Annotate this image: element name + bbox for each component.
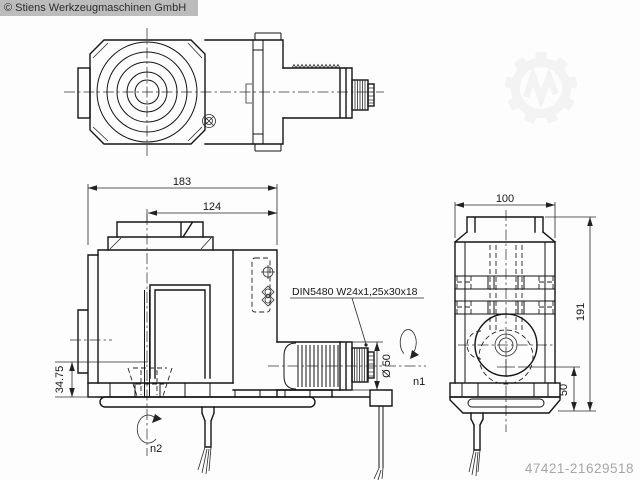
copyright-text: © Stiens Werkzeugmaschinen GmbH <box>4 2 187 14</box>
side-view: 100 191 50 <box>449 193 596 477</box>
side-output-tool-tip <box>468 412 484 477</box>
dim-label-191: 191 <box>575 303 587 321</box>
front-view: 183 124 <box>54 176 426 480</box>
dimension-width-to-axis: 124 <box>146 201 277 221</box>
dim-label-124: 124 <box>203 201 221 213</box>
dimension-shank-diameter: Ø 50 <box>344 341 393 391</box>
n1-label: n1 <box>413 376 425 388</box>
top-view <box>64 28 384 158</box>
output-spindle-shaft <box>144 290 150 397</box>
screw-position-icon <box>261 265 275 307</box>
rotation-arrow-n1-icon: n1 <box>399 329 425 388</box>
dim-label-183: 183 <box>173 176 191 188</box>
dimension-side-width: 100 <box>454 193 556 238</box>
gear-watermark-icon <box>504 52 578 124</box>
rotation-arrow-n2-icon: n2 <box>136 414 162 455</box>
dimension-axis-to-base: 50 <box>518 366 580 411</box>
set-screw-icon <box>202 114 216 128</box>
vdi-shank <box>276 341 375 391</box>
dim-label-100: 100 <box>496 193 514 205</box>
n2-label: n2 <box>150 443 162 455</box>
dim-label-34-75: 34.75 <box>54 366 66 394</box>
hanging-cable <box>378 406 384 468</box>
output-tool-tip <box>197 406 215 475</box>
top-view-centerlines <box>64 28 384 158</box>
spline-spec-callout: DIN5480 W24x1,25x30x18 <box>290 286 424 347</box>
part-number: 47421-21629518 <box>524 461 634 476</box>
spindle-bore-circles <box>96 41 198 143</box>
hidden-collet <box>127 367 173 397</box>
copyright-bar: © Stiens Werkzeugmaschinen GmbH <box>0 0 199 16</box>
knurl-pattern <box>291 63 341 69</box>
spline-spec-label: DIN5480 W24x1,25x30x18 <box>292 286 418 298</box>
front-view-centerlines <box>146 214 426 456</box>
dimension-flange-height: 34.75 <box>54 361 148 398</box>
dimension-side-height: 191 <box>545 216 596 412</box>
dim-label-50: 50 <box>558 384 570 396</box>
dim-label-diameter-50: Ø 50 <box>381 354 393 378</box>
side-view-centerlines <box>458 210 554 432</box>
dimension-width-total: 183 <box>87 176 278 245</box>
output-head-circles <box>466 313 538 385</box>
